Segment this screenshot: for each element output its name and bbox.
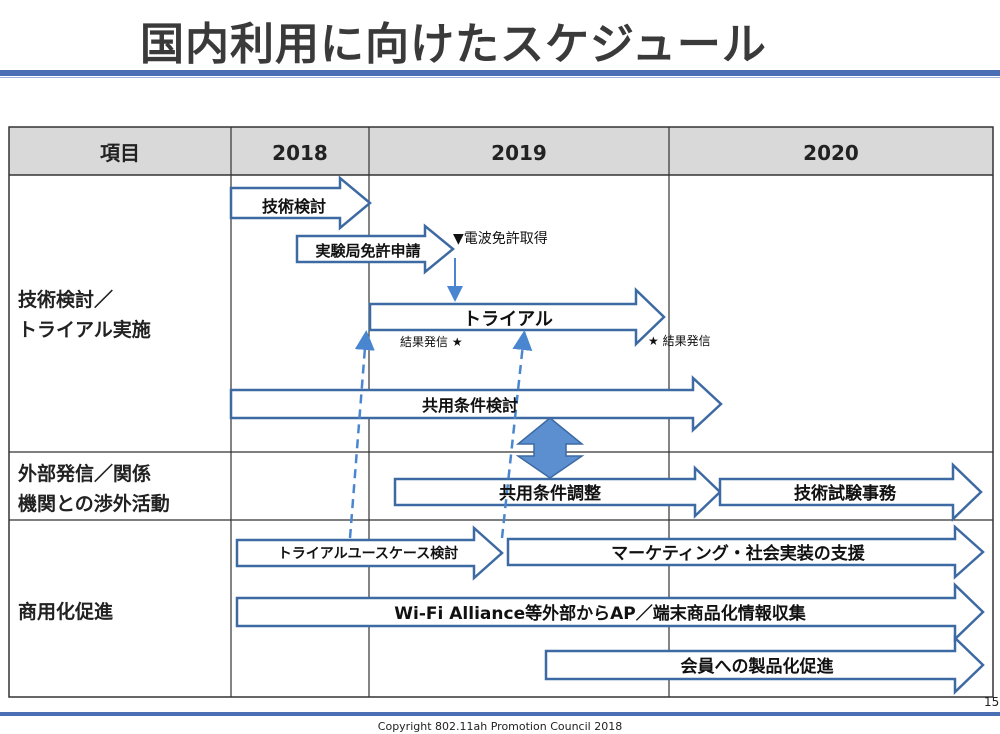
- title-rule: [0, 70, 1000, 76]
- label-tech-study: 技術検討: [262, 197, 326, 216]
- table-frame: [8, 126, 994, 698]
- header-year-2018: 2018: [272, 141, 328, 165]
- arrow-test-license: [295, 223, 455, 275]
- title-rule-thin: [0, 77, 1000, 78]
- label-test-affairs: 技術試験事務: [794, 483, 897, 504]
- arrow-sharing-adjust: [393, 465, 722, 519]
- row-label-commercial: 商用化促進: [18, 600, 113, 623]
- feedback-arrow-1: [348, 330, 375, 539]
- header-year-2020: 2020: [803, 141, 859, 165]
- arrow-marketing: [506, 524, 985, 580]
- arrow-use-case: [235, 525, 504, 581]
- label-member-promo: 会員への製品化促進: [681, 656, 834, 677]
- label-info-collect: Wi-Fi Alliance等外部からAP／端末商品化情報収集: [394, 603, 806, 624]
- feedback-arrow-2: [500, 330, 533, 539]
- label-radio-license: ▼電波免許取得: [453, 230, 548, 247]
- label-use-case: トライアルユースケース検討: [278, 545, 458, 562]
- arrow-member-promo: [544, 635, 985, 695]
- row-label-tech-line2: トライアル実施: [18, 318, 151, 341]
- label-result-1: 結果発信 ★: [400, 335, 463, 349]
- row-label-external-line1: 外部発信／関係: [18, 462, 151, 485]
- label-result-2: ★ 結果発信: [648, 334, 711, 348]
- header-item: 項目: [100, 141, 140, 165]
- row-label-tech-line1: 技術検討／: [18, 288, 113, 311]
- double-arrow: [515, 417, 585, 479]
- arrow-info-collect: [235, 582, 985, 642]
- page-title: 国内利用に向けたスケジュール: [140, 19, 767, 70]
- copyright: Copyright 802.11ah Promotion Council 201…: [377, 720, 623, 733]
- table-header-bg: [9, 127, 993, 175]
- arrow-trial: [368, 287, 666, 347]
- arrow-test-affairs: [718, 462, 983, 522]
- header-year-2019: 2019: [491, 141, 547, 165]
- footer-rule: [0, 712, 1000, 716]
- label-trial: トライアル: [463, 309, 553, 330]
- label-test-license: 実験局免許申請: [315, 242, 420, 260]
- label-marketing: マーケティング・社会実装の支援: [611, 543, 866, 564]
- arrow-sharing-study: [229, 375, 723, 433]
- arrow-tech-study: [229, 175, 372, 231]
- page-number: 15: [984, 695, 1000, 709]
- label-sharing-study: 共用条件検討: [422, 396, 518, 415]
- label-sharing-adjust: 共用条件調整: [499, 483, 601, 504]
- row-label-external-line2: 機関との渉外活動: [18, 492, 170, 515]
